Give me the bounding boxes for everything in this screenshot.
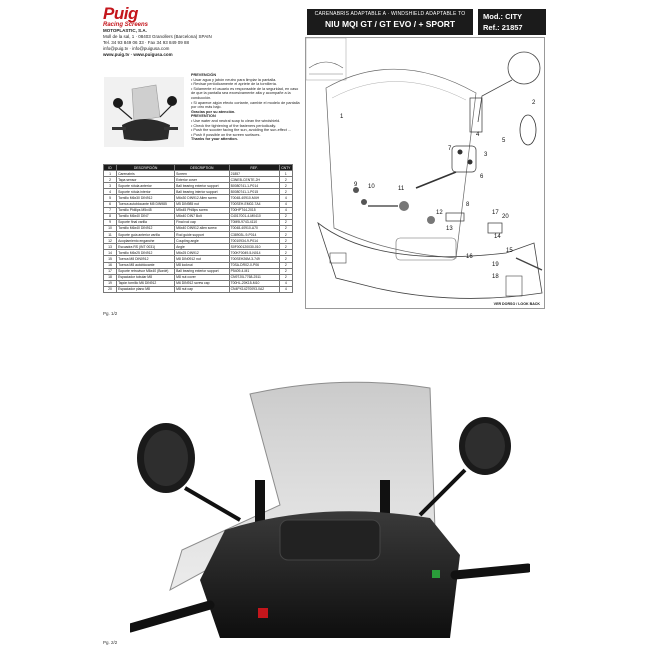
company-web: www.puig.tv · www.puigusa.com xyxy=(103,52,173,57)
callout-number: 19 xyxy=(492,262,499,268)
table-cell: 4 xyxy=(278,285,294,293)
title-subtitle: CARENABRIS ADAPTABLE A · WINDSHIELD ADAP… xyxy=(314,11,466,17)
callout-number: 2 xyxy=(532,100,536,106)
table-cell: CN4PX14270093-0A2 xyxy=(228,285,280,293)
callout-number: 15 xyxy=(506,248,513,254)
warning-es-line: • Si aparece algún efecto cortante, camb… xyxy=(191,100,300,110)
mod-label: Mod.: CITY xyxy=(483,12,523,21)
callout-number: 7 xyxy=(448,146,452,152)
title-box: CARENABRIS ADAPTABLE A · WINDSHIELD ADAP… xyxy=(307,9,473,35)
warning-title-es: PREVENCIÓN xyxy=(191,73,217,77)
company-email: info@puig.tv · info@puigusa.com xyxy=(103,46,170,51)
callout-number: 11 xyxy=(398,186,405,192)
warning-en-line: • Use water and neutral soap to clean th… xyxy=(191,118,281,123)
callout-number: 3 xyxy=(484,152,488,158)
warning-en-line: • Push if possible on the screen surface… xyxy=(191,132,261,137)
company-info: MOTOPLASTIC, S.A. Moll de la sal, 1 · 08… xyxy=(103,28,212,58)
warning-es-line: • Revisar periódicamente el apriete de l… xyxy=(191,82,277,87)
callout-number: 9 xyxy=(354,182,358,188)
callout-number: 18 xyxy=(492,274,499,280)
callout-number: 4 xyxy=(476,132,480,138)
table-cell: M8 nut cap xyxy=(174,285,230,293)
scooter-photo xyxy=(130,381,530,638)
scooter-thumbnail xyxy=(104,77,184,147)
callout-number: 17 xyxy=(492,210,499,216)
model-ref-box: Mod.: CITY Ref.: 21857 xyxy=(478,9,546,35)
callout-number: 14 xyxy=(494,234,501,240)
model-title: NIU MQI GT / GT EVO / + SPORT xyxy=(324,19,456,29)
brand-header: Puig Racing Screens xyxy=(103,4,148,28)
callout-number: 1 xyxy=(340,114,344,120)
callout-number: 12 xyxy=(436,210,443,216)
warning-es-line: • Sólamente el usuario es responsable de… xyxy=(191,86,299,100)
callout-number: 16 xyxy=(466,254,473,260)
page-label-1: Pg. 1/2 xyxy=(103,311,118,316)
callout-number: 5 xyxy=(502,138,506,144)
warning-title-en: PREVENTION xyxy=(191,114,216,119)
company-address: Moll de la sal, 1 · 08403 Granollers (Ba… xyxy=(103,34,212,39)
company-phone: Tel. 34 93 849 06 33 · Fax 34 93 849 09 … xyxy=(103,40,190,45)
table-cell: Espaciador plano M8 xyxy=(116,285,176,293)
callout-number: 6 xyxy=(480,174,484,180)
brand-logo: Puig xyxy=(103,4,138,23)
callout-number: 10 xyxy=(368,184,375,190)
warning-text: PREVENCIÓN • Usar agua y jabón neutro pa… xyxy=(191,73,301,142)
diagram-caption: VER DORSO / LOOK BACK xyxy=(493,302,540,306)
company-name: MOTOPLASTIC, S.A. xyxy=(103,28,147,33)
warning-thanks-en: Thanks for your attention. xyxy=(191,137,238,142)
callout-number: 8 xyxy=(466,202,470,208)
warning-es-line: • Usar agua y jabón neutro para limpiar … xyxy=(191,77,277,82)
ref-label: Ref.: 21857 xyxy=(483,23,523,32)
page-label-2: Pg. 2/2 xyxy=(103,640,118,645)
brand-tagline: Racing Screens xyxy=(103,22,149,28)
callout-number: 20 xyxy=(502,214,509,220)
warning-thanks-es: Gracias por su atención. xyxy=(191,109,236,114)
callout-number: 13 xyxy=(446,226,453,232)
warning-en-line: • Push the scooter facing the sun, avoid… xyxy=(191,128,292,133)
warning-en-line: • Check the tightening of the fasteners … xyxy=(191,123,277,128)
table-cell: 20 xyxy=(102,285,118,293)
